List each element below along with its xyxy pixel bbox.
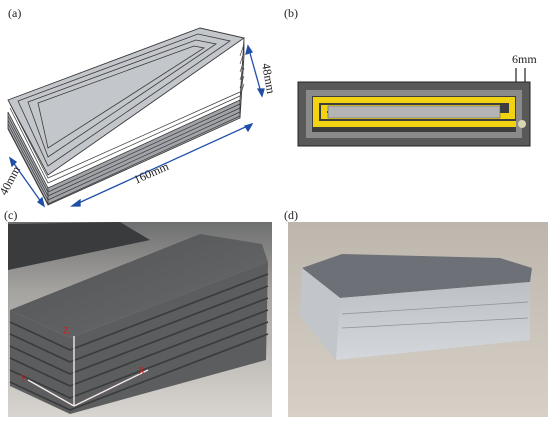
panel-b-label: (b) — [284, 6, 298, 20]
panel-c-label: (c) — [4, 208, 18, 222]
dimension-height-label: 48mm — [259, 62, 278, 95]
panel-d-label: (d) — [284, 208, 298, 222]
axis-z-label: Z — [63, 326, 69, 337]
axis-arrows — [27, 336, 149, 407]
panel-b: (b) 6mm — [280, 0, 550, 210]
dimension-lines — [8, 44, 265, 208]
center-gray-core — [327, 105, 501, 119]
panel-d: (d) — [280, 208, 550, 417]
panel-c: (c) Z — [0, 208, 280, 417]
cut-specimen-top — [302, 254, 532, 298]
spacing-label: 6mm — [512, 52, 537, 66]
block-right-end — [239, 37, 245, 119]
specimen-top — [10, 234, 268, 338]
specimen-layer-lines — [9, 273, 269, 411]
print-path-diagram — [297, 68, 531, 147]
panel-a: (a) — [0, 0, 280, 210]
layer-edges — [7, 91, 241, 205]
path-end-marker — [518, 120, 526, 128]
background-object — [8, 222, 150, 270]
cut-specimen-front — [300, 268, 530, 360]
cut-specimen-texture — [341, 301, 529, 329]
block-top-face — [7, 27, 246, 176]
layered-block-diagram: 48mm 160mm 40mm — [0, 27, 278, 208]
panel-a-label: (a) — [8, 6, 22, 20]
axis-y-label: Y — [20, 374, 27, 385]
cut-specimen-photo — [288, 222, 548, 417]
specimen-photo: Z X Y — [8, 222, 272, 417]
axis-x-label: X — [138, 366, 146, 377]
yellow-print-path — [313, 97, 516, 127]
cut-specimen-end — [300, 268, 340, 360]
dimension-width-label: 40mm — [0, 163, 23, 197]
